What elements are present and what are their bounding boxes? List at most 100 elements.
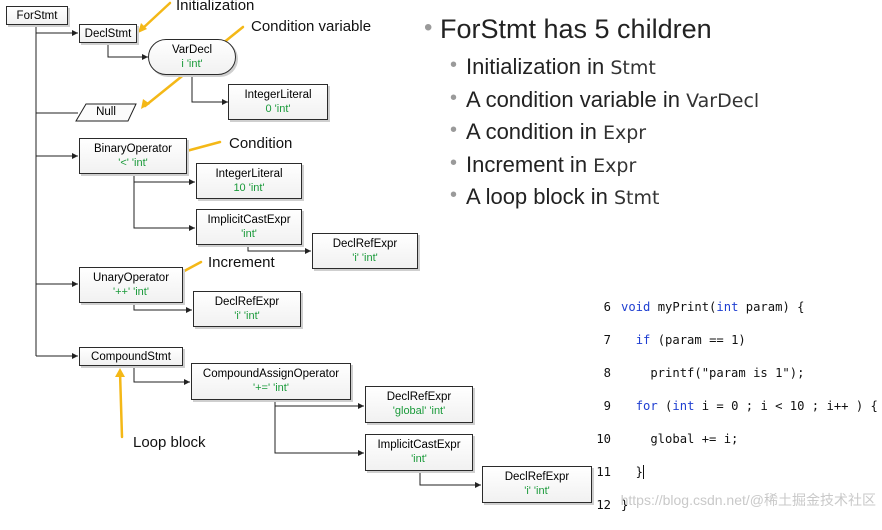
null-node-shape xyxy=(75,103,137,122)
unary-operator-label: UnaryOperator xyxy=(92,272,170,284)
declref-label-4: DeclRefExpr xyxy=(504,471,570,483)
vardecl-type: i 'int' xyxy=(181,58,203,70)
code-text xyxy=(621,399,636,413)
binary-operator-node: BinaryOperator '<' 'int' xyxy=(79,138,187,174)
declref-label-2: DeclRefExpr xyxy=(214,296,280,308)
forstmt-node: ForStmt xyxy=(6,6,68,25)
implicit-cast-type-2: 'int' xyxy=(411,453,427,465)
text-cursor xyxy=(643,465,645,479)
binary-operator-label: BinaryOperator xyxy=(94,143,172,155)
declstmt-label: DeclStmt xyxy=(84,28,132,40)
code-text: } xyxy=(621,497,629,512)
code-keyword: if xyxy=(635,332,651,347)
code-keyword: void xyxy=(621,299,651,314)
bullet-item-keyword: Expr xyxy=(602,122,647,144)
line-number: 6 xyxy=(603,299,611,314)
declref-type-4: 'i' 'int' xyxy=(524,485,550,497)
integer-literal-type-1: 0 'int' xyxy=(265,103,291,115)
callout-condition-variable: Condition variable xyxy=(251,18,372,35)
line-number: 8 xyxy=(603,365,611,380)
integer-literal-label-1: IntegerLiteral xyxy=(244,89,312,101)
code-text: } xyxy=(621,464,644,479)
line-number: 11 xyxy=(596,464,611,479)
bullet-item: •A condition variable in VarDecl xyxy=(424,87,759,120)
code-line: 6 void myPrint(int param) { xyxy=(593,299,878,316)
bullet-item-keyword: Expr xyxy=(593,154,637,177)
bullet-item-keyword: VarDecl xyxy=(686,89,760,112)
declstmt-node: DeclStmt xyxy=(79,24,137,43)
bullet-dot: • xyxy=(450,119,458,141)
line-number: 10 xyxy=(596,431,611,446)
declref-label-1: DeclRefExpr xyxy=(332,238,398,250)
code-keyword: for xyxy=(635,398,658,413)
bullet-dot: • xyxy=(450,86,458,109)
compound-assign-operator-node: CompoundAssignOperator '+=' 'int' xyxy=(191,363,351,400)
integer-literal-label-2: IntegerLiteral xyxy=(215,168,283,180)
bullet-list: •ForStmt has 5 children •Initialization … xyxy=(424,14,759,217)
code-line: 12} xyxy=(593,497,878,514)
code-line: 9 for (int i = 0 ; i < 10 ; i++ ) { xyxy=(593,398,878,415)
code-text: printf("param is 1"); xyxy=(621,365,805,380)
bullet-item: • Increment in Expr xyxy=(424,152,759,185)
code-text: (param == 1) xyxy=(650,332,746,347)
callout-initialization: Initialization xyxy=(176,0,255,14)
tree-connectors xyxy=(35,1,481,488)
forstmt-label: ForStmt xyxy=(16,10,58,22)
implicit-cast-type-1: 'int' xyxy=(241,228,257,240)
declref-node-3: DeclRefExpr 'global' 'int' xyxy=(365,386,473,423)
unary-operator-type: '++' 'int' xyxy=(113,286,149,298)
compound-stmt-label: CompoundStmt xyxy=(91,351,171,363)
callout-condition: Condition xyxy=(229,135,293,152)
bullet-heading: • ForStmt has 5 children xyxy=(424,14,759,54)
bullet-heading-text: ForStmt has 5 children xyxy=(440,14,712,44)
code-text: global += i; xyxy=(621,431,739,446)
declref-node-2: DeclRefExpr 'i' 'int' xyxy=(193,291,301,327)
bullet-item-keyword: Stmt xyxy=(613,187,660,209)
compound-assign-operator-type: '+=' 'int' xyxy=(253,382,289,394)
code-text: param) { xyxy=(738,299,805,314)
code-line: 11 } xyxy=(593,464,878,481)
code-keyword: int xyxy=(672,398,695,413)
arrow-initialization xyxy=(140,1,172,31)
bullet-dot: • xyxy=(450,184,458,206)
line-number: 12 xyxy=(596,497,611,512)
binary-operator-type: '<' 'int' xyxy=(118,157,148,169)
code-text: i = 0 ; i < 10 ; i++ ) { xyxy=(694,398,878,413)
line-number: 7 xyxy=(603,332,611,347)
compound-stmt-node: CompoundStmt xyxy=(79,347,183,366)
implicit-cast-label-2: ImplicitCastExpr xyxy=(377,439,461,451)
code-text: ( xyxy=(657,398,673,413)
null-node: Null xyxy=(84,104,128,121)
bullet-item-text: Increment in xyxy=(466,151,594,177)
implicit-cast-node-1: ImplicitCastExpr 'int' xyxy=(196,209,302,245)
code-line: 8 printf("param is 1"); xyxy=(593,365,878,382)
code-line: 10 global += i; xyxy=(593,431,878,448)
declref-node-1: DeclRefExpr 'i' 'int' xyxy=(312,233,418,269)
vardecl-node: VarDecl i 'int' xyxy=(148,39,236,75)
callout-increment: Increment xyxy=(208,254,275,271)
integer-literal-type-2: 10 'int' xyxy=(233,182,265,194)
bullet-dot: • xyxy=(424,14,433,41)
declref-type-2: 'i' 'int' xyxy=(234,310,260,322)
bullet-item-text: Initialization in xyxy=(466,54,611,79)
code-text: myPrint( xyxy=(650,299,717,314)
code-keyword: int xyxy=(716,299,739,314)
bullet-item: •Initialization in Stmt xyxy=(424,54,759,87)
bullet-item: • A condition in Expr xyxy=(424,119,759,152)
bullet-item-text: A loop block in xyxy=(466,184,614,209)
bullet-item-keyword: Stmt xyxy=(610,57,656,79)
bullet-item-text: A condition in xyxy=(466,119,603,144)
line-number: 9 xyxy=(603,398,611,413)
integer-literal-node-2: IntegerLiteral 10 'int' xyxy=(196,163,302,199)
bullet-dot: • xyxy=(450,151,458,174)
callout-loop-block: Loop block xyxy=(133,434,206,451)
declref-node-4: DeclRefExpr 'i' 'int' xyxy=(482,466,592,503)
bullet-item: • A loop block in Stmt xyxy=(424,184,759,217)
null-label: Null xyxy=(96,106,116,118)
vardecl-label: VarDecl xyxy=(171,44,213,56)
unary-operator-node: UnaryOperator '++' 'int' xyxy=(79,267,183,303)
arrow-loop-block xyxy=(118,370,124,439)
declref-label-3: DeclRefExpr xyxy=(386,391,452,403)
code-line: 7 if (param == 1) xyxy=(593,332,878,349)
